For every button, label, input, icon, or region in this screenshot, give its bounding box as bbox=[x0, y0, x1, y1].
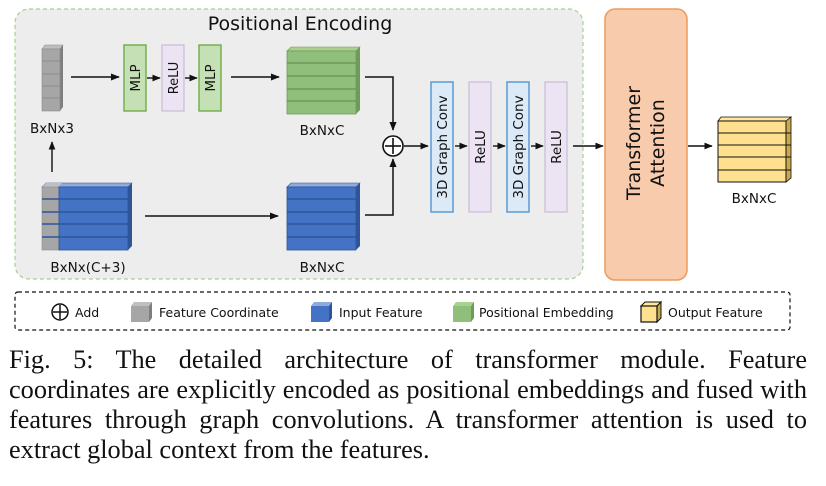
mlp-label-1: MLP bbox=[128, 64, 144, 91]
legend-item-positional: Positional Embedding bbox=[453, 302, 614, 322]
add-icon bbox=[51, 303, 69, 321]
legend-input-label: Input Feature bbox=[339, 305, 423, 320]
legend-coord-label: Feature Coordinate bbox=[159, 305, 279, 320]
output-label: BxNxC bbox=[732, 191, 777, 207]
arrow bbox=[365, 76, 397, 131]
mlp-block-2 bbox=[198, 44, 222, 112]
input-label: BxNx(C+3) bbox=[50, 260, 125, 276]
coord-tensor bbox=[41, 44, 64, 112]
figure-caption: Fig. 5: The detailed architecture of tra… bbox=[9, 345, 807, 464]
input-tensor bbox=[41, 182, 133, 251]
yellow-cube-icon bbox=[639, 300, 663, 324]
blue-cube-icon bbox=[311, 302, 332, 322]
graph-conv-block-2 bbox=[506, 81, 530, 213]
group-title: Positional Encoding bbox=[208, 13, 393, 35]
transformer-label-line2: Attention bbox=[647, 99, 669, 187]
relu-block-3 bbox=[544, 81, 568, 213]
feature-tensor bbox=[286, 182, 361, 251]
relu-label-3: ReLU bbox=[549, 130, 565, 164]
legend-output-label: Output Feature bbox=[668, 305, 763, 320]
feature-label: BxNxC bbox=[300, 260, 345, 276]
coord-label: BxNx3 bbox=[30, 121, 74, 137]
legend-item-add: Add bbox=[51, 303, 99, 321]
arrow bbox=[365, 158, 397, 216]
legend-positional-label: Positional Embedding bbox=[479, 305, 614, 320]
relu-label-2: ReLU bbox=[473, 130, 489, 164]
mlp-label-2: MLP bbox=[203, 64, 219, 91]
relu-block-2 bbox=[468, 81, 492, 213]
transformer-attention-block bbox=[604, 8, 688, 281]
legend-add-label: Add bbox=[75, 305, 99, 320]
legend-item-output: Output Feature bbox=[639, 300, 763, 324]
gray-cube-icon bbox=[131, 302, 152, 322]
legend-box bbox=[14, 291, 791, 331]
relu-block-1 bbox=[161, 44, 185, 112]
mlp-block-1 bbox=[123, 44, 147, 112]
architecture-diagram: Positional Encoding BxNx3 MLP ReLU MLP B… bbox=[14, 8, 792, 331]
graph-conv-block-1 bbox=[430, 81, 454, 213]
green-cube-icon bbox=[453, 302, 474, 322]
transformer-label-line1: Transformer bbox=[623, 86, 645, 201]
add-icon bbox=[382, 135, 404, 157]
output-tensor bbox=[717, 116, 792, 183]
positional-embedding-tensor bbox=[286, 46, 361, 115]
graph-conv-label-2: 3D Graph Conv bbox=[511, 95, 527, 198]
relu-label-1: ReLU bbox=[167, 62, 182, 95]
legend-item-coord: Feature Coordinate bbox=[131, 302, 279, 322]
legend-item-input: Input Feature bbox=[311, 302, 423, 322]
graph-conv-label-1: 3D Graph Conv bbox=[435, 95, 451, 198]
positional-embedding-label: BxNxC bbox=[300, 123, 345, 139]
